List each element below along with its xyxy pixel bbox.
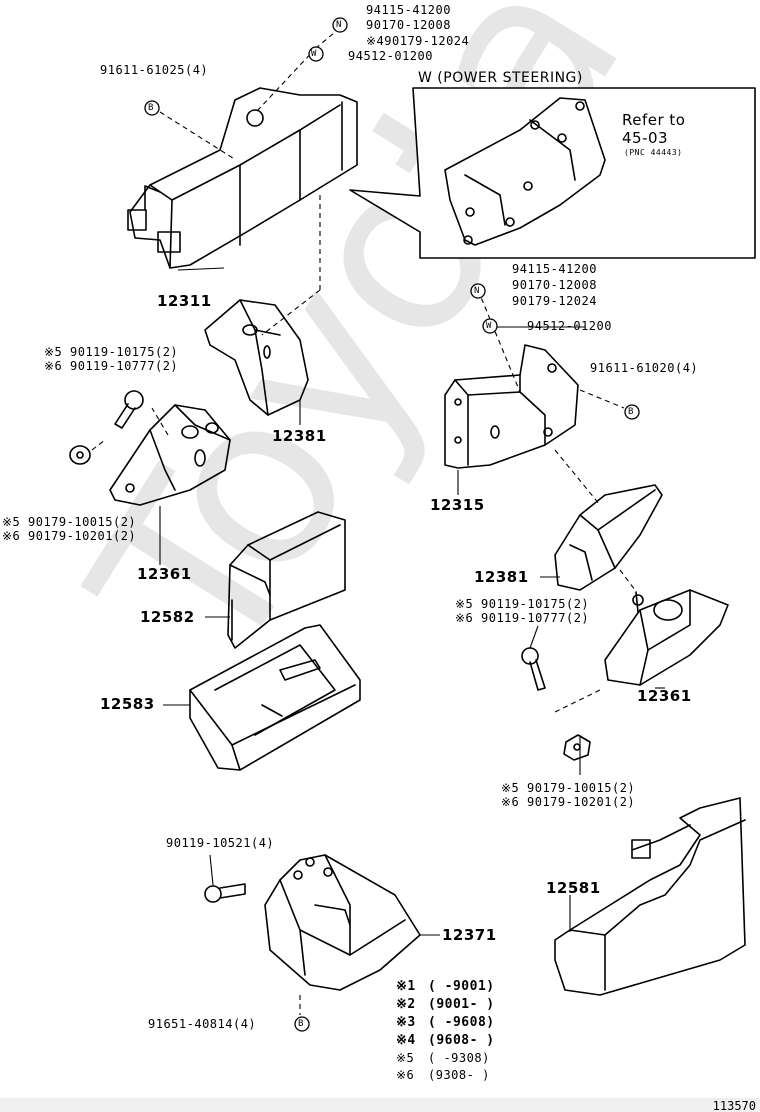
legend-mark-6: ※6 bbox=[396, 1068, 415, 1082]
legend-mark-4: ※4 bbox=[396, 1033, 416, 1048]
tray-12583-drawing bbox=[189, 624, 361, 771]
right-fastener-2: 90170-12008 bbox=[512, 278, 597, 292]
bolt-b-top-number: 91611-61025(4) bbox=[100, 63, 209, 77]
marker-circles bbox=[144, 17, 640, 1032]
right-fastener-1: 94115-41200 bbox=[512, 262, 597, 276]
left-bolt-drawing bbox=[114, 390, 144, 429]
part-12361-left: 12361 bbox=[137, 565, 192, 583]
bracket-12315-drawing bbox=[444, 344, 579, 469]
legend-range-4: (9608- ) bbox=[428, 1033, 495, 1048]
protector-12581-drawing bbox=[554, 797, 746, 996]
bracket-12311-drawing bbox=[127, 87, 358, 269]
right-nut-variant-6: ※6 90179-10201(2) bbox=[501, 795, 636, 809]
left-bolt-variant-5: ※5 90119-10175(2) bbox=[44, 345, 179, 359]
insulator-12381-right-drawing bbox=[554, 484, 663, 591]
mount-12371-drawing bbox=[264, 854, 421, 991]
legend-mark-5: ※5 bbox=[396, 1051, 415, 1065]
bolt-b-top-marker: B bbox=[148, 103, 154, 113]
part-12381-right: 12381 bbox=[474, 568, 529, 586]
part-12583: 12583 bbox=[100, 695, 155, 713]
power-steering-bracket-drawing bbox=[444, 97, 606, 246]
pad-12582-drawing bbox=[227, 511, 346, 649]
legend-mark-3: ※3 bbox=[396, 1015, 416, 1030]
legend-range-6: (9308- ) bbox=[428, 1068, 490, 1082]
right-marker-n: N bbox=[474, 286, 480, 296]
top-fastener-1: 94115-41200 bbox=[366, 3, 451, 17]
inset-refer-line3: (PNC 44443) bbox=[624, 148, 683, 157]
part-12371: 12371 bbox=[442, 926, 497, 944]
rear-bolt-number: 90119-10521(4) bbox=[166, 836, 275, 850]
part-12582: 12582 bbox=[140, 608, 195, 626]
legend-range-2: (9001- ) bbox=[428, 997, 495, 1012]
left-nut-drawing bbox=[69, 445, 91, 465]
right-marker-w: W bbox=[486, 321, 492, 331]
bolt-b-right-number: 91611-61020(4) bbox=[590, 361, 699, 375]
right-bolt-variant-6: ※6 90119-10777(2) bbox=[455, 611, 590, 625]
legend-range-1: ( -9001) bbox=[428, 979, 495, 994]
diagram-id: 113570 bbox=[712, 1099, 756, 1112]
top-marker-w: W bbox=[311, 49, 317, 59]
top-fastener-4: 94512-01200 bbox=[348, 49, 433, 63]
right-fastener-3: 90179-12024 bbox=[512, 294, 597, 308]
part-12315: 12315 bbox=[430, 496, 485, 514]
inset-title: W (POWER STEERING) bbox=[418, 70, 583, 86]
left-nut-variant-5: ※5 90179-10015(2) bbox=[2, 515, 137, 529]
inset-frame bbox=[349, 87, 756, 259]
legend-range-3: ( -9608) bbox=[428, 1015, 495, 1030]
top-marker-n: N bbox=[336, 20, 342, 30]
leader-12311 bbox=[177, 267, 225, 271]
legend-mark-2: ※2 bbox=[396, 997, 416, 1012]
part-12361-right: 12361 bbox=[637, 687, 692, 705]
part-12581: 12581 bbox=[546, 879, 601, 897]
insulator-12381-left-drawing bbox=[204, 299, 309, 416]
top-fastener-3: ※490179-12024 bbox=[366, 34, 470, 48]
top-fastener-2: 90170-12008 bbox=[366, 18, 451, 32]
part-12381-left: 12381 bbox=[272, 427, 327, 445]
mount-12361-right-drawing bbox=[604, 589, 729, 686]
left-bolt-variant-6: ※6 90119-10777(2) bbox=[44, 359, 179, 373]
part-12311: 12311 bbox=[157, 292, 212, 310]
right-nut-variant-5: ※5 90179-10015(2) bbox=[501, 781, 636, 795]
left-nut-variant-6: ※6 90179-10201(2) bbox=[2, 529, 137, 543]
footer-bar bbox=[0, 1098, 760, 1112]
bolt-b-right-marker: B bbox=[628, 407, 634, 417]
right-fastener-4: 94512-01200 bbox=[527, 319, 612, 333]
right-nut-drawing bbox=[563, 734, 591, 761]
bolt-b-bottom-marker: B bbox=[298, 1019, 304, 1029]
rear-bolt-drawing bbox=[204, 883, 246, 903]
legend-range-5: ( -9308) bbox=[428, 1051, 490, 1065]
inset-refer-line1: Refer to bbox=[622, 111, 686, 129]
mount-12361-left-drawing bbox=[109, 404, 231, 506]
right-bolt-drawing bbox=[521, 647, 546, 691]
bolt-b-bottom-number: 91651-40814(4) bbox=[148, 1017, 257, 1031]
right-bolt-variant-5: ※5 90119-10175(2) bbox=[455, 597, 590, 611]
inset-refer-line2: 45-03 bbox=[622, 129, 669, 147]
legend-mark-1: ※1 bbox=[396, 979, 416, 994]
